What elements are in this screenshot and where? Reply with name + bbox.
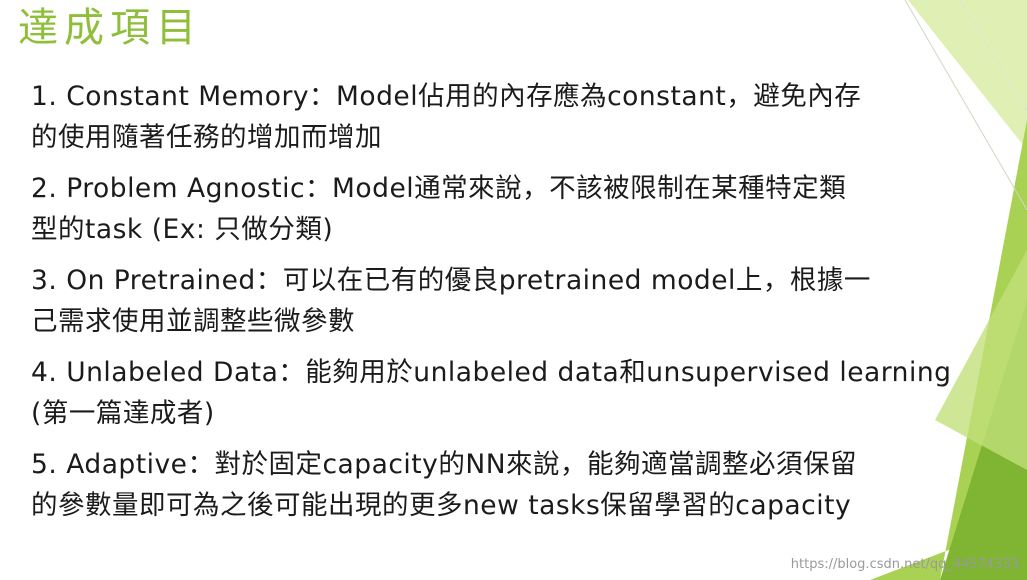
achievement-item-line: 己需求使用並調整些微參數 bbox=[31, 306, 355, 337]
achievement-item-line: 型的task (Ex: 只做分類) bbox=[31, 214, 334, 245]
watermark-url: https://blog.csdn.net/qq_44574333 bbox=[790, 557, 1019, 572]
achievement-item-line: 的參數量即可為之後可能出現的更多new tasks保留學習的capacity bbox=[31, 490, 852, 521]
achievement-item-line: 4. Unlabeled Data：能夠用於unlabeled data和uns… bbox=[31, 357, 952, 388]
achievement-item-line: 5. Adaptive：對於固定capacity的NN來說，能夠適當調整必須保留 bbox=[31, 449, 858, 480]
facet-light bbox=[908, 0, 1027, 150]
achievement-item: 5. Adaptive：對於固定capacity的NN來說，能夠適當調整必須保留… bbox=[31, 444, 981, 526]
achievement-item: 1. Constant Memory：Model佔用的內存應為constant，… bbox=[31, 76, 981, 158]
achievement-item-line: (第一篇達成者) bbox=[31, 398, 215, 429]
achievement-item-line: 1. Constant Memory：Model佔用的內存應為constant，… bbox=[31, 81, 862, 112]
achievement-item: 4. Unlabeled Data：能夠用於unlabeled data和uns… bbox=[31, 352, 981, 434]
slide-title: 達成項目 bbox=[18, 5, 202, 51]
facet-pale bbox=[935, 250, 1027, 470]
achievement-item-line: 2. Problem Agnostic：Model通常來說，不該被限制在某種特定… bbox=[31, 173, 847, 204]
achievement-item-line: 3. On Pretrained：可以在已有的優良pretrained mode… bbox=[31, 265, 871, 296]
achievement-item: 2. Problem Agnostic：Model通常來說，不該被限制在某種特定… bbox=[31, 168, 981, 250]
achievement-item: 3. On Pretrained：可以在已有的優良pretrained mode… bbox=[31, 260, 981, 342]
achievement-item-line: 的使用隨著任務的增加而增加 bbox=[31, 122, 382, 153]
facet-line-2 bbox=[959, 0, 1027, 111]
achievement-list: 1. Constant Memory：Model佔用的內存應為constant，… bbox=[31, 76, 981, 536]
facet-line-1 bbox=[904, 0, 1027, 211]
